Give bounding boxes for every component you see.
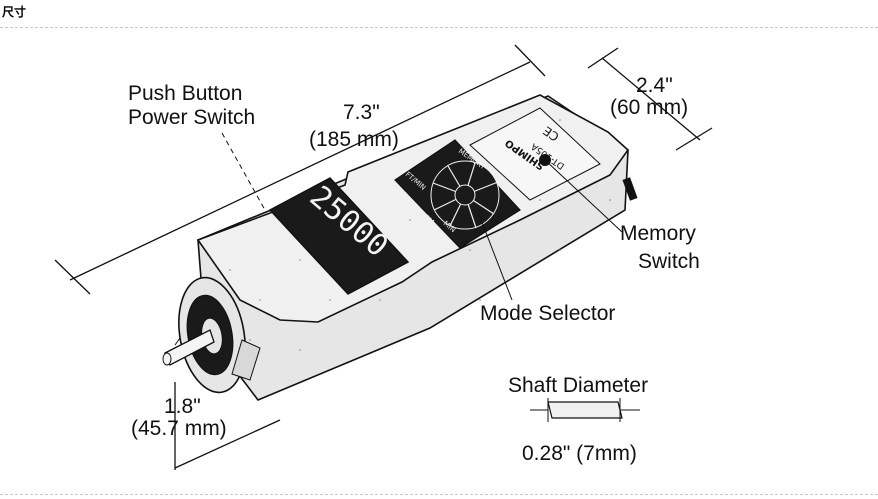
height-dimension-line [174, 382, 281, 470]
mode-selector-label: Mode Selector [480, 302, 615, 325]
tachometer-dimension-diagram: 25000 LENGTH MEMORY FT/MIN RPM MIN SHIMP… [54, 44, 713, 470]
bottom-divider [0, 494, 878, 495]
push-button-label-line1: Push Button [128, 82, 242, 105]
length-dimension-line [54, 44, 546, 295]
page-header: 尺寸 [0, 0, 878, 26]
height-mm-label: (45.7 mm) [131, 417, 227, 440]
memory-switch-label-line1: Memory [620, 222, 696, 245]
shaft-diameter-detail [530, 398, 640, 422]
top-divider [0, 27, 878, 28]
shaft-diameter-value: 0.28" (7mm) [522, 442, 637, 465]
page-title: 尺寸 [2, 5, 27, 19]
length-mm-label: (185 mm) [309, 128, 399, 151]
width-dimension-line [587, 47, 713, 151]
shaft-diameter-title: Shaft Diameter [508, 374, 648, 397]
push-button-label-line2: Power Switch [128, 106, 255, 129]
leader-lines [221, 132, 623, 301]
brand-plate: SHIMPO DT-105A CE [469, 107, 601, 201]
width-inches-label: 2.4" [636, 74, 673, 97]
width-mm-label: (60 mm) [610, 96, 688, 119]
memory-switch-label-line2: Switch [638, 250, 700, 273]
height-inches-label: 1.8" [164, 395, 201, 418]
shaft-housing [162, 276, 261, 394]
length-inches-label: 7.3" [343, 101, 380, 124]
